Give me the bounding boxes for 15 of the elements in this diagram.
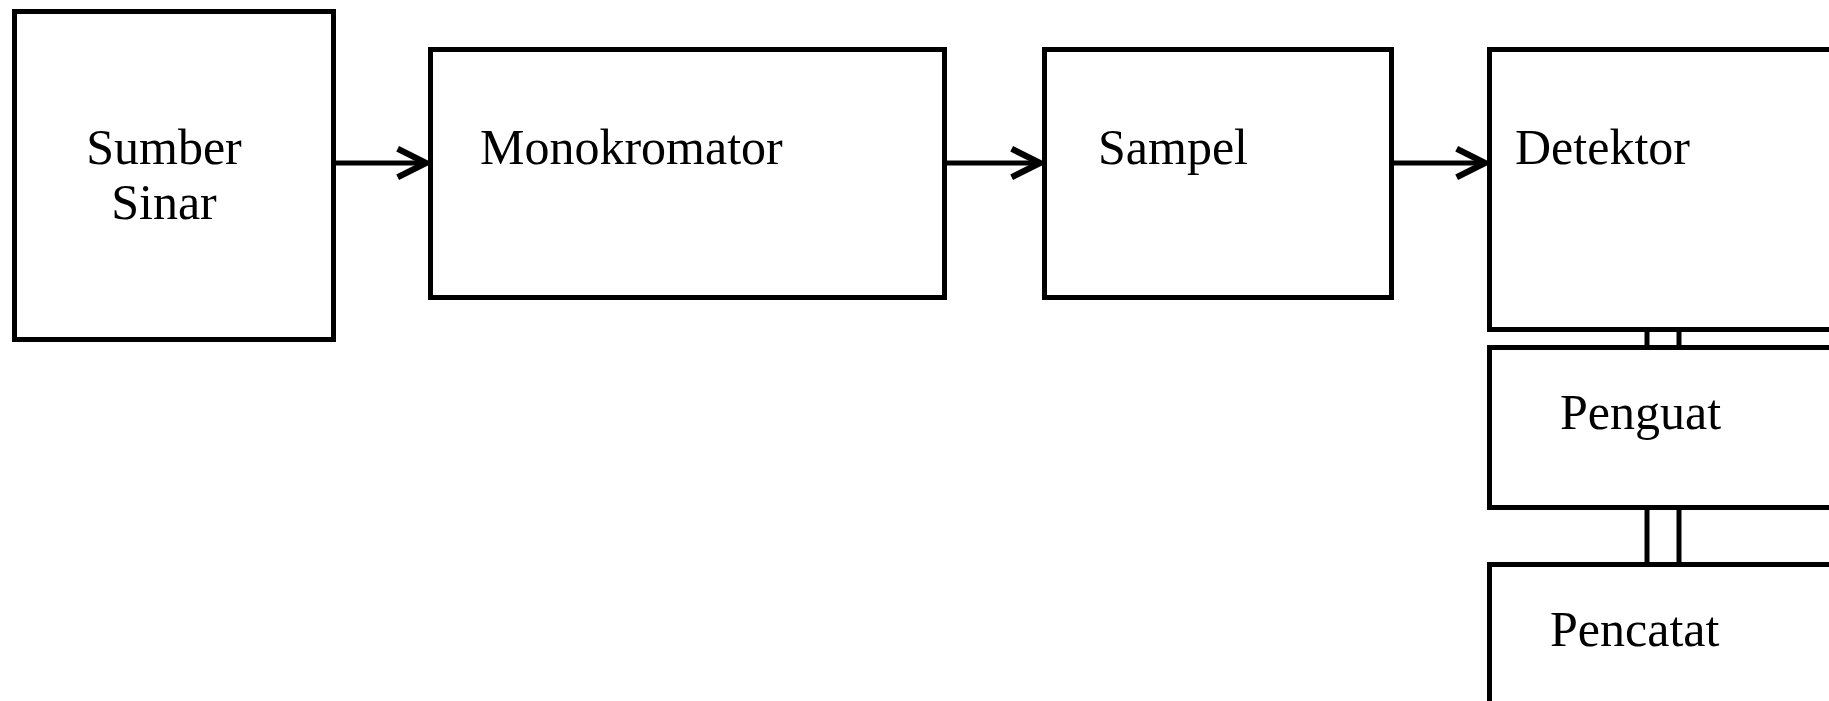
process-box bbox=[12, 9, 336, 342]
process-box bbox=[1487, 345, 1829, 510]
arrow bbox=[947, 145, 1044, 181]
box-label: Monokromator bbox=[480, 120, 784, 175]
process-box bbox=[1487, 47, 1829, 332]
box-label: Pencatat bbox=[1550, 602, 1721, 657]
process-box bbox=[1042, 47, 1394, 300]
box-label: Sampel bbox=[1098, 120, 1249, 175]
box-label: Penguat bbox=[1560, 385, 1723, 440]
process-box bbox=[428, 47, 947, 300]
box-label: Sumber Sinar bbox=[85, 120, 243, 230]
box-label: Detektor bbox=[1515, 120, 1691, 175]
process-box bbox=[1487, 562, 1829, 701]
arrow bbox=[1394, 145, 1489, 181]
arrow bbox=[336, 145, 430, 181]
